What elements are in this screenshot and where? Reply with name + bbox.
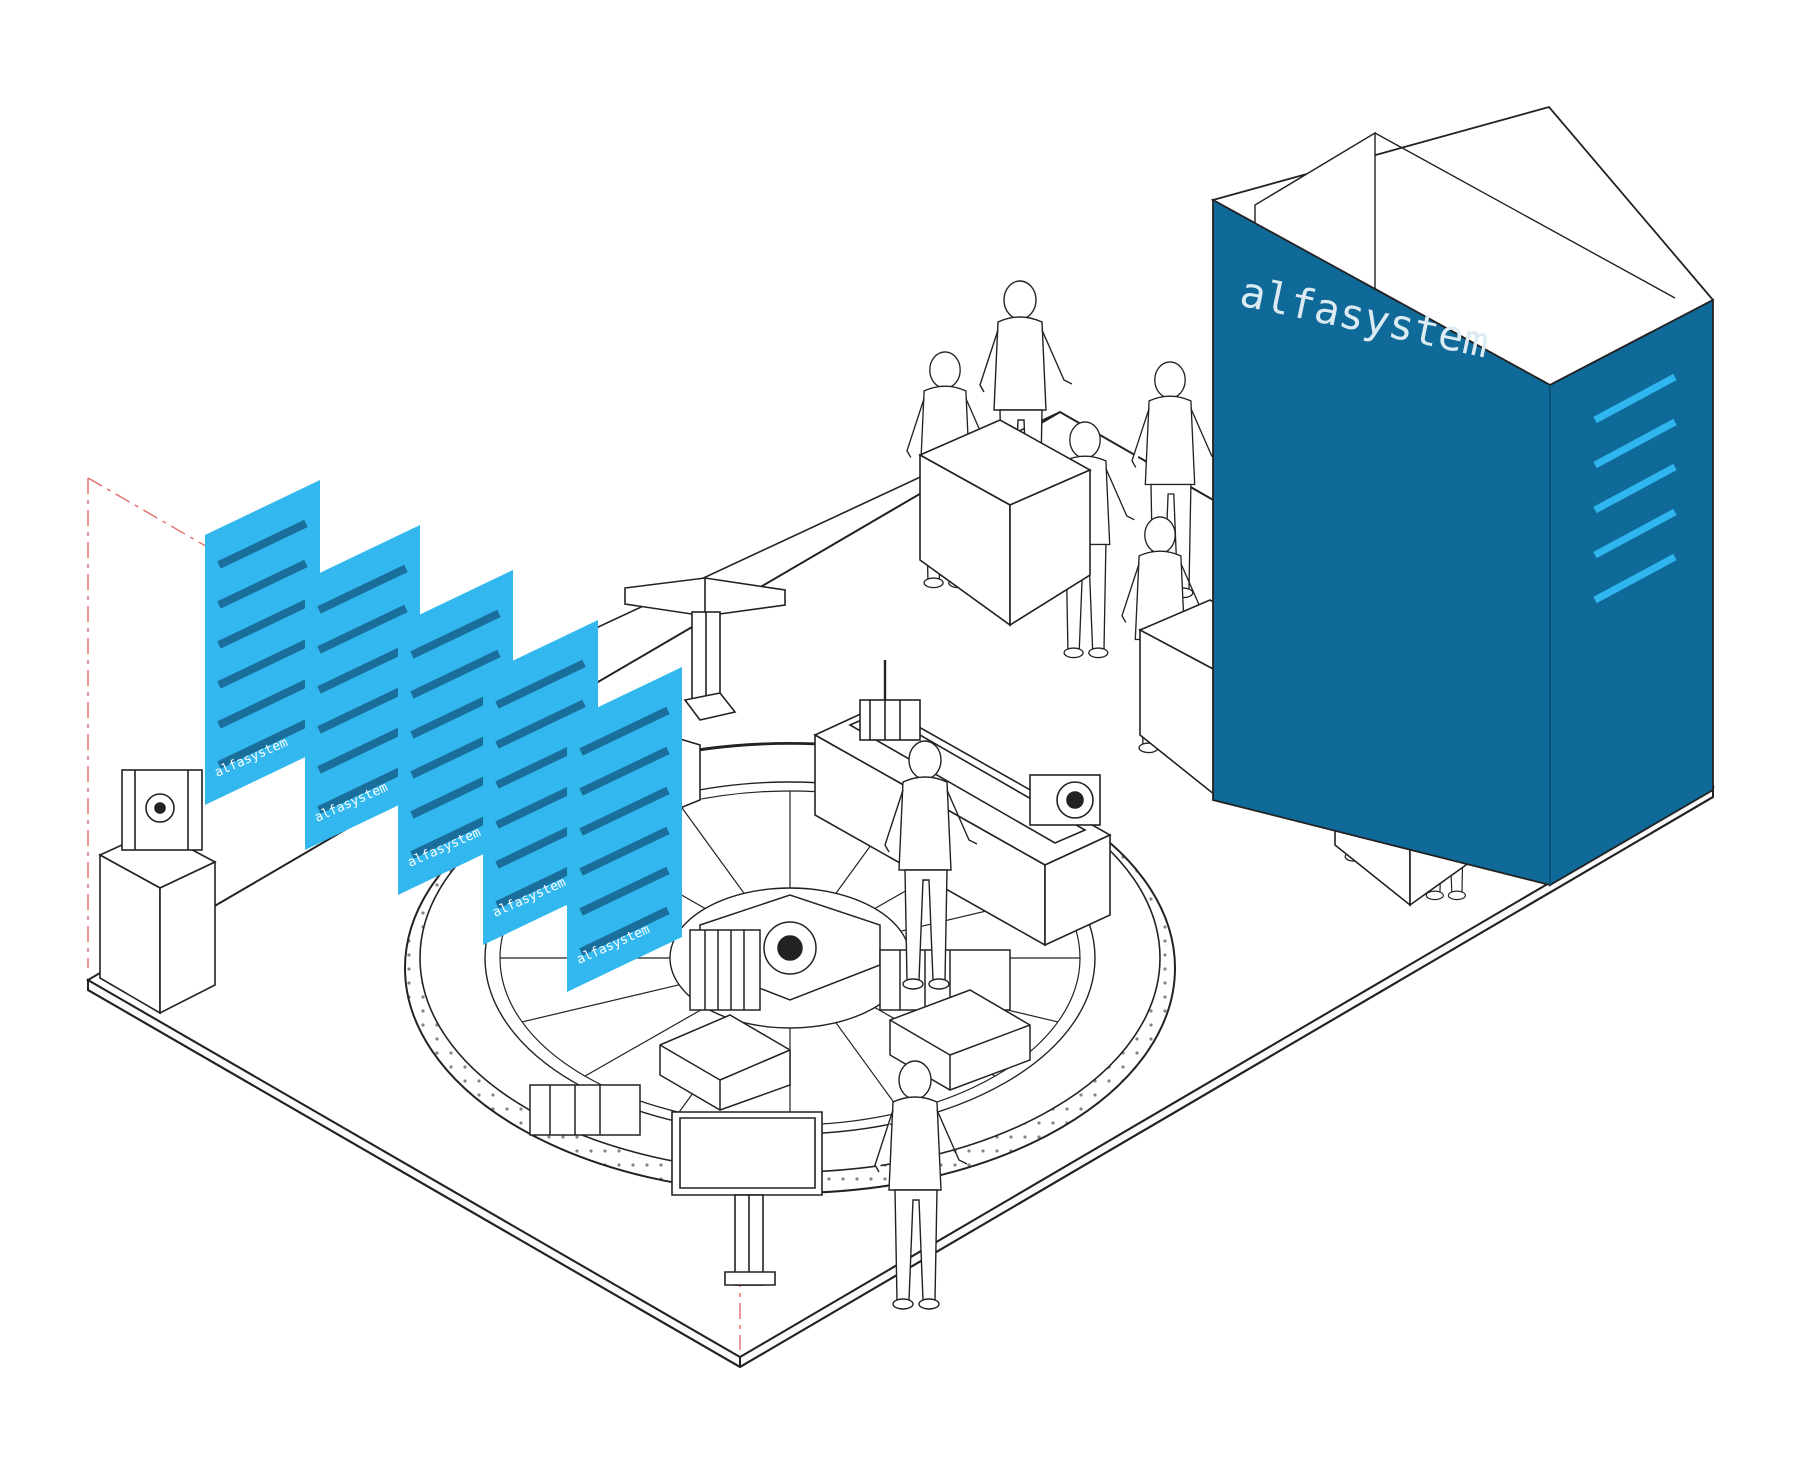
- panel-stripe: [317, 684, 408, 734]
- panel-stripe: [217, 719, 308, 769]
- panel-stripe: [217, 559, 308, 609]
- turntable-spoke: [584, 1006, 706, 1077]
- alfasystem-tower: [1210, 105, 1715, 887]
- panel-stripe: [317, 604, 408, 654]
- panel-stripe: [579, 866, 670, 916]
- display-panels: alfasystemalfasystemalfasystemalfasystem…: [205, 480, 682, 992]
- panel-stripe: [579, 746, 670, 796]
- monitor-stand: [624, 577, 786, 721]
- panel-stripe: [317, 724, 408, 774]
- panel-stripe: [410, 609, 501, 659]
- display-panel: alfasystem: [205, 480, 320, 805]
- panel-stripe: [317, 644, 408, 694]
- panel-stripe: [579, 786, 670, 836]
- panel-stripe: [579, 906, 670, 956]
- tower-stripes: [1593, 373, 1677, 604]
- panel-stripe: [410, 649, 501, 699]
- panel-stripe: [217, 519, 308, 569]
- front-monitor: [671, 1111, 823, 1286]
- panel-stripe: [579, 706, 670, 756]
- panel-stripe: [495, 659, 586, 709]
- panel-stripe: [217, 599, 308, 649]
- bar-table-left: [918, 419, 1092, 627]
- display-panel: alfasystem: [567, 667, 682, 992]
- turntable-spoke: [521, 984, 680, 1023]
- panel-stripe: [217, 679, 308, 729]
- panel-stripe: [495, 699, 586, 749]
- person-figure: [874, 1060, 968, 1310]
- panel-stripe: [579, 826, 670, 876]
- person-figure: [884, 740, 978, 990]
- turntable-spoke: [835, 1022, 902, 1113]
- panel-stripe: [217, 639, 308, 689]
- left-plinth: [98, 769, 217, 1015]
- panel-stripe: [317, 564, 408, 614]
- turntable-spoke: [678, 803, 745, 894]
- panel-stripe: [317, 764, 408, 814]
